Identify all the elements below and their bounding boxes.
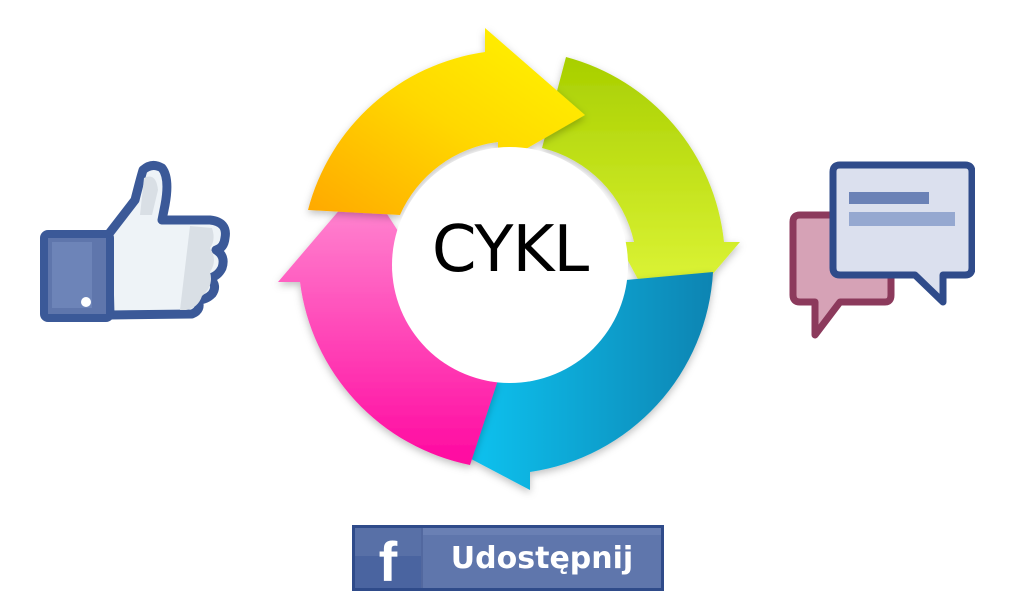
- cycle-arrows-graphic: [278, 28, 740, 490]
- yellow-arrow: [308, 28, 585, 215]
- cycle-diagram: CYKL: [270, 20, 750, 500]
- share-button[interactable]: f Udostępnij: [352, 525, 664, 592]
- like-thumbs-up-icon[interactable]: [40, 160, 230, 325]
- cycle-center-label: CYKL: [431, 213, 589, 287]
- green-arrow: [542, 57, 740, 330]
- cycle-center: [392, 147, 628, 383]
- pink-arrow: [278, 180, 498, 465]
- blue-arrow: [435, 272, 713, 490]
- comment-bubbles-icon[interactable]: [785, 160, 976, 340]
- facebook-f-icon: f: [355, 528, 423, 592]
- share-button-label: Udostępnij: [423, 528, 661, 588]
